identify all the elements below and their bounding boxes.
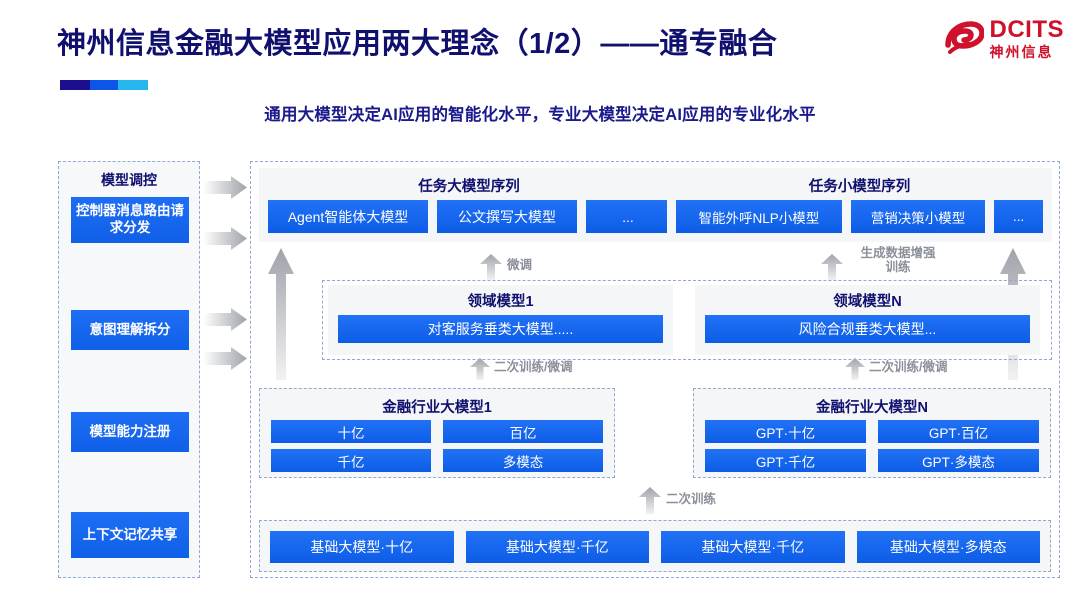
task-large-model-sequence-title: 任务大模型序列 [418,179,520,195]
sidebar-item-context-memory[interactable]: 上下文记忆共享 [71,512,189,558]
chip-base-billion[interactable]: 基础大模型·十亿 [270,531,454,563]
domain-model-1-title: 领域模型1 [467,294,534,310]
task-small-model-sequence: 任务小模型序列 智能外呼NLP小模型 营销决策小模型 ... [667,168,1052,242]
page-subtitle: 通用大模型决定AI应用的智能化水平，专业大模型决定AI应用的专业化水平 [264,106,816,124]
model-control-panel: 模型调控 控制器消息路由请求分发 意图理解拆分 模型能力注册 上下文记忆共享 [58,161,200,578]
logo-wordmark: DCITS [989,16,1064,43]
flow-arrow-right-2 [203,227,247,250]
domain-model-n-title: 领域模型N [833,294,902,310]
sidebar-item-controller-routing[interactable]: 控制器消息路由请求分发 [71,197,189,243]
company-logo: DCITS 神州信息 [944,18,1065,59]
label-retrain: 二次训练 [666,492,717,506]
finance-industry-model-n-panel: 金融行业大模型N GPT·十亿 GPT·百亿 GPT·千亿 GPT·多模态 [693,388,1051,478]
task-large-model-sequence: 任务大模型序列 Agent智能体大模型 公文撰写大模型 ... [259,168,679,242]
label-finetune: 微调 [507,258,533,272]
chip-base-hundred-billion-1[interactable]: 基础大模型·千亿 [465,531,649,563]
flow-arrow-up-retrain-left [470,358,490,385]
label-data-augmentation: 生成数据增强 训练 [846,246,950,275]
chip-fin1-hundred-billion[interactable]: 千亿 [271,449,431,472]
flow-arrow-up-finetune [480,254,502,285]
flow-arrow-up-data-aug [821,254,843,285]
chip-base-hundred-billion-2[interactable]: 基础大模型·千亿 [661,531,845,563]
chip-fin1-multimodal[interactable]: 多模态 [443,449,603,472]
chip-finn-gpt-hundred-billion[interactable]: GPT·千亿 [705,449,866,472]
dcits-swirl-icon [944,19,985,59]
finance-industry-model-n-title: 金融行业大模型N [816,400,928,416]
sidebar-item-capability-registry[interactable]: 模型能力注册 [71,412,189,452]
finance-industry-model-1-title: 金融行业大模型1 [382,400,492,416]
chip-customer-service-vertical-model[interactable]: 对客服务垂类大模型..... [338,315,663,343]
flow-arrow-up-base-retrain [639,487,661,519]
flow-arrow-right-4 [203,347,247,370]
sidebar-item-intent-parsing[interactable]: 意图理解拆分 [71,310,189,350]
flow-arrow-right-1 [203,176,247,199]
chip-base-multimodal[interactable]: 基础大模型·多模态 [856,531,1040,563]
model-stack-container [250,161,1060,578]
chip-fin1-ten-billion[interactable]: 百亿 [443,420,603,443]
chip-official-doc-large-model[interactable]: 公文撰写大模型 [437,200,577,233]
chip-more-small-models[interactable]: ... [994,200,1043,233]
label-retrain-finetune-left: 二次训练/微调 [494,360,573,374]
chip-finn-gpt-ten-billion[interactable]: GPT·百亿 [878,420,1039,443]
chip-fin1-billion[interactable]: 十亿 [271,420,431,443]
chip-agent-large-model[interactable]: Agent智能体大模型 [268,200,428,233]
chip-outbound-nlp-small-model[interactable]: 智能外呼NLP小模型 [676,200,842,233]
task-small-model-sequence-title: 任务小模型序列 [808,179,911,195]
sidebar-title: 模型调控 [101,172,157,188]
domain-model-band: 领域模型1 对客服务垂类大模型..... 领域模型N 风险合规垂类大模型... [322,280,1052,360]
accent-segment-1 [60,80,90,90]
base-model-band: 基础大模型·十亿 基础大模型·千亿 基础大模型·千亿 基础大模型·多模态 [259,520,1051,572]
chip-more-large-models[interactable]: ... [586,200,670,233]
flow-arrow-right-3 [203,308,247,331]
accent-segment-3 [118,80,148,90]
accent-segment-2 [90,80,118,90]
domain-model-n-card: 领域模型N 风险合规垂类大模型... [695,285,1040,355]
chip-finn-gpt-multimodal[interactable]: GPT·多模态 [878,449,1039,472]
label-retrain-finetune-right: 二次训练/微调 [869,360,948,374]
flow-arrow-up-retrain-right [845,358,865,385]
accent-bar [60,80,148,90]
domain-model-1-card: 领域模型1 对客服务垂类大模型..... [328,285,673,355]
label-data-augmentation-line2: 训练 [885,260,911,275]
logo-subtext: 神州信息 [989,44,1054,60]
chip-marketing-decision-small-model[interactable]: 营销决策小模型 [850,200,986,233]
label-data-augmentation-line1: 生成数据增强 [860,246,936,260]
chip-risk-compliance-vertical-model[interactable]: 风险合规垂类大模型... [705,315,1030,343]
finance-industry-model-1-panel: 金融行业大模型1 十亿 百亿 千亿 多模态 [259,388,615,478]
page-title: 神州信息金融大模型应用两大理念（1/2）——通专融合 [57,28,778,60]
flow-arrow-up-left-trunk [268,248,294,385]
chip-finn-gpt-billion[interactable]: GPT·十亿 [705,420,866,443]
